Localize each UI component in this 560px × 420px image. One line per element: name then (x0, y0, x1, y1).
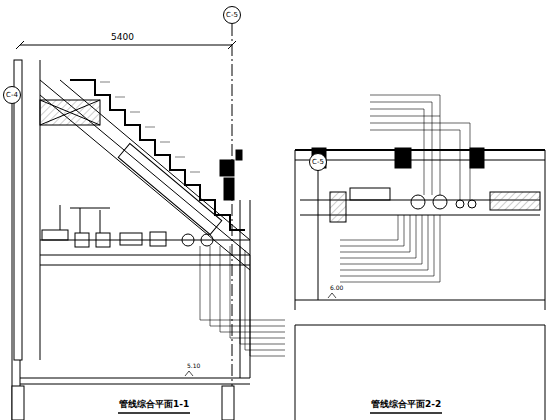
elevation-text: 5.10 (186, 363, 201, 370)
grid-bubble: C-4 (3, 86, 21, 104)
dimension-text: 5400 (110, 33, 135, 43)
grid-bubble: C-5 (223, 6, 241, 24)
elevation-text: 6.00 (329, 285, 344, 292)
grid-bubble: C-5 (309, 153, 327, 171)
section-title: 管线综合平面2-2 (370, 400, 442, 410)
grid-label: C-5 (312, 158, 324, 166)
grid-label: C-5 (226, 11, 238, 19)
grid-label: C-4 (6, 91, 18, 99)
section-title: 管线综合平面1-1 (118, 400, 190, 410)
